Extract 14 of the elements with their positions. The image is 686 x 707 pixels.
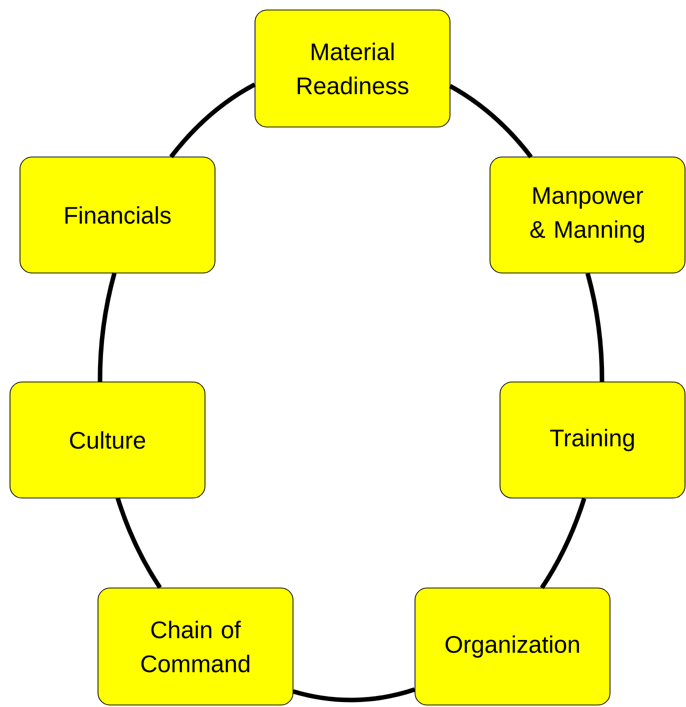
- connector-arc: [540, 498, 586, 590]
- connector-arc: [169, 82, 256, 158]
- connector-arc: [98, 272, 117, 382]
- process-box: Chain of Command: [98, 588, 294, 706]
- process-box: Training: [500, 382, 686, 498]
- process-box: Manpower & Manning: [490, 156, 686, 274]
- process-box: Material Readiness: [254, 10, 450, 128]
- connector-arc: [448, 84, 533, 158]
- process-box: Organization: [414, 588, 610, 706]
- connector-arc: [292, 687, 416, 702]
- connector-arc: [585, 272, 604, 382]
- connector-arc: [116, 497, 162, 589]
- process-box: Culture: [10, 382, 206, 498]
- process-box: Financials: [20, 156, 216, 274]
